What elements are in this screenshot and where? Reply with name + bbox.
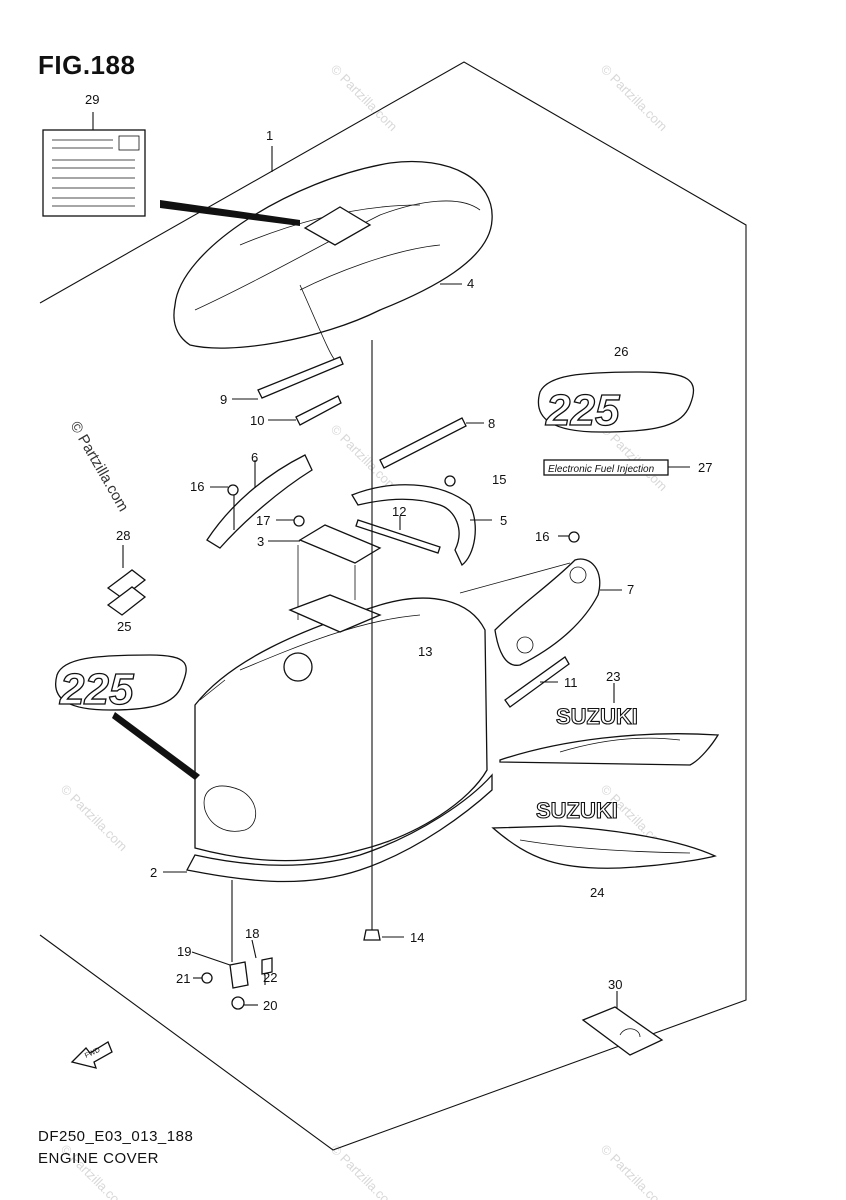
- suzuki-decal-23: SUZUKI: [499, 683, 720, 766]
- callout-20: 20: [263, 998, 277, 1013]
- callout-22: 22: [263, 970, 277, 985]
- fwd-arrow-icon: FWD: [70, 1041, 113, 1069]
- callout-13: 13: [418, 644, 432, 659]
- callout-16: 16: [190, 479, 204, 494]
- callout-8: 8: [488, 416, 495, 431]
- watermark-side: © Partzilla.com: [67, 419, 132, 515]
- callout-15: 15: [492, 472, 506, 487]
- bracket-6: [206, 454, 313, 549]
- bracket-7: [459, 531, 622, 666]
- callout-18: 18: [245, 926, 259, 941]
- badge-225-25: 225: [55, 654, 200, 780]
- figure-title: FIG.188: [38, 50, 136, 80]
- callout-24: 24: [590, 885, 604, 900]
- callout-6: 6: [251, 450, 258, 465]
- seal-strips: [232, 356, 484, 469]
- caution-label-29: [42, 112, 146, 217]
- callout-23: 23: [606, 669, 620, 684]
- callout-28: 28: [116, 528, 130, 543]
- bracket-5: [351, 475, 492, 567]
- fasteners-lower: [191, 880, 404, 1010]
- badge-225-26: 225: [537, 371, 695, 436]
- watermark: © Partzilla.com: [598, 62, 671, 135]
- callout-21: 21: [176, 971, 190, 986]
- callout-5: 5: [500, 513, 507, 528]
- callout-25: 25: [117, 619, 131, 634]
- callout-7: 7: [627, 582, 634, 597]
- callout-14: 14: [410, 930, 424, 945]
- svg-text:SUZUKI: SUZUKI: [556, 704, 638, 729]
- figure-code: DF250_E03_013_188: [38, 1128, 194, 1145]
- callout-16b: 16: [535, 529, 549, 544]
- bracket-3-and-12: [268, 515, 441, 620]
- callout-9: 9: [220, 392, 227, 407]
- suzuki-decal-24: SUZUKI: [491, 797, 717, 869]
- callout-10: 10: [250, 413, 264, 428]
- watermark: © Partzilla.com: [328, 62, 401, 135]
- callout-1: 1: [266, 128, 273, 143]
- callout-29: 29: [85, 92, 99, 107]
- callout-12: 12: [392, 504, 406, 519]
- top-cover-4: [160, 160, 493, 361]
- callout-30: 30: [608, 977, 622, 992]
- lower-cover-2: [163, 340, 493, 930]
- callout-19: 19: [177, 944, 191, 959]
- figure-name: ENGINE COVER: [38, 1150, 160, 1167]
- callout-3: 3: [257, 534, 264, 549]
- watermark: © Partzilla.com: [58, 782, 131, 855]
- callout-27: 27: [698, 460, 712, 475]
- watermark: © Partzilla.com: [598, 1142, 671, 1200]
- callout-17: 17: [256, 513, 270, 528]
- callout-numbers: 1 2 3 4 5 6 7 8 9 10 11 12 13 14 15 16 1…: [85, 92, 712, 1013]
- efi-label-27: Electronic Fuel Injection: [543, 459, 690, 476]
- assembly-boundary: [39, 61, 747, 1151]
- svg-text:225: 225: [59, 665, 134, 714]
- pad-30: [581, 991, 664, 1056]
- callout-11: 11: [564, 675, 578, 690]
- seal-strip-11: [504, 656, 570, 708]
- svg-text:225: 225: [545, 386, 620, 435]
- callout-4: 4: [467, 276, 474, 291]
- callout-2: 2: [150, 865, 157, 880]
- watermark: © Partzilla.com: [328, 1142, 401, 1200]
- svg-text:Electronic Fuel Injection: Electronic Fuel Injection: [548, 464, 655, 475]
- callout-26: 26: [614, 344, 628, 359]
- logo-28: [106, 545, 147, 616]
- svg-text:SUZUKI: SUZUKI: [536, 798, 618, 823]
